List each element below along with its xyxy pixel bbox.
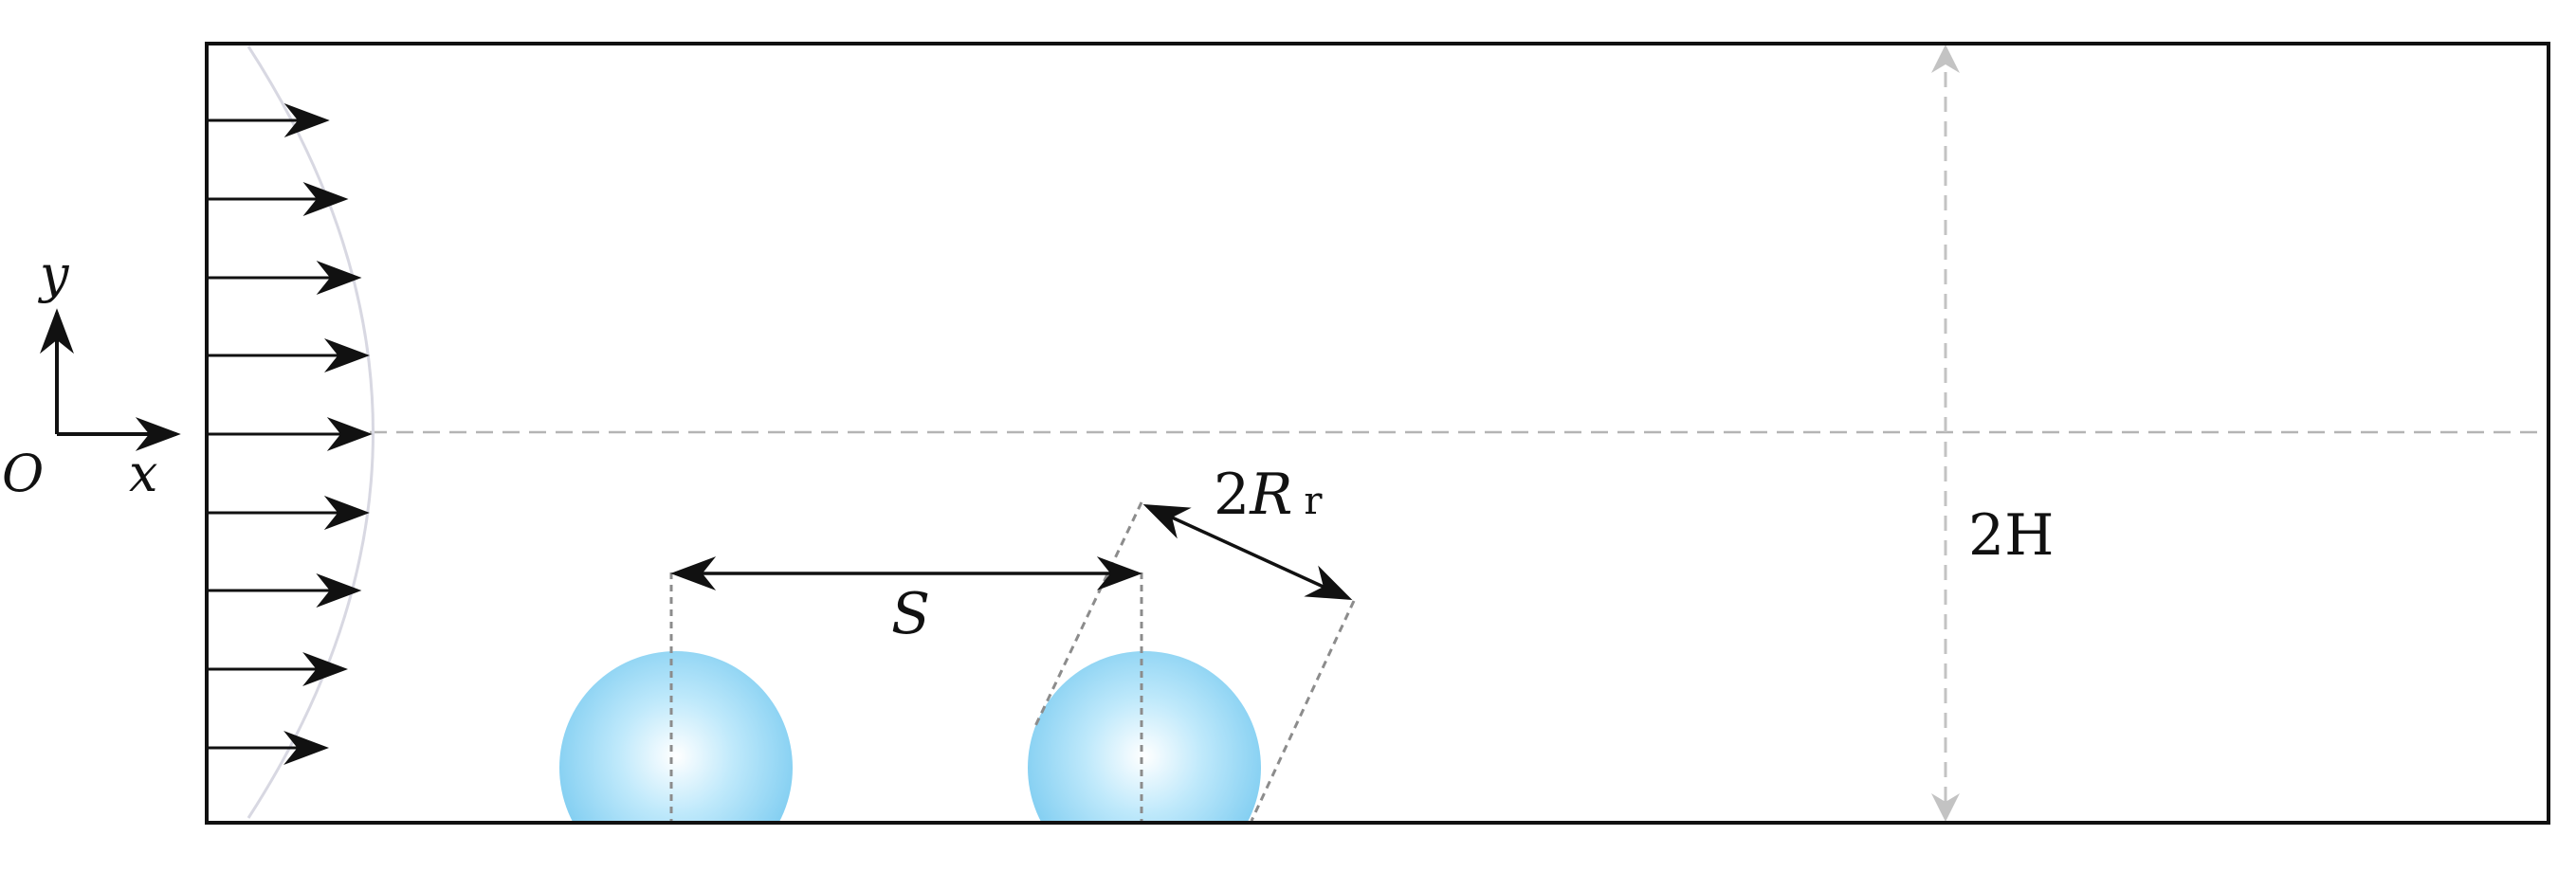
channel-height-label-text: 2H [1968, 502, 2055, 569]
channel-wall [205, 42, 2550, 825]
inlet-velocity-arrows [207, 103, 373, 765]
guide-diameter-upper [1033, 501, 1143, 727]
origin-label: O [2, 444, 44, 503]
x-axis-label: x [129, 444, 157, 503]
diameter-dimension-arrow [1142, 504, 1353, 600]
guide-diameter-lower [1250, 600, 1356, 822]
coordinate-axes [40, 308, 181, 451]
diameter-label-subscript: r [1304, 480, 1323, 523]
diameter-label-prefix: 2 [1214, 462, 1250, 528]
diameter-label-symbol: R [1249, 462, 1292, 528]
bubble-left [559, 651, 793, 823]
channel-height-label: 2H [1968, 502, 2055, 569]
bubble-right [1028, 651, 1261, 823]
bubbles [559, 651, 1261, 823]
y-axis-label: y [38, 245, 70, 304]
spacing-label: S [891, 581, 930, 647]
inlet-velocity-profile [247, 45, 375, 819]
